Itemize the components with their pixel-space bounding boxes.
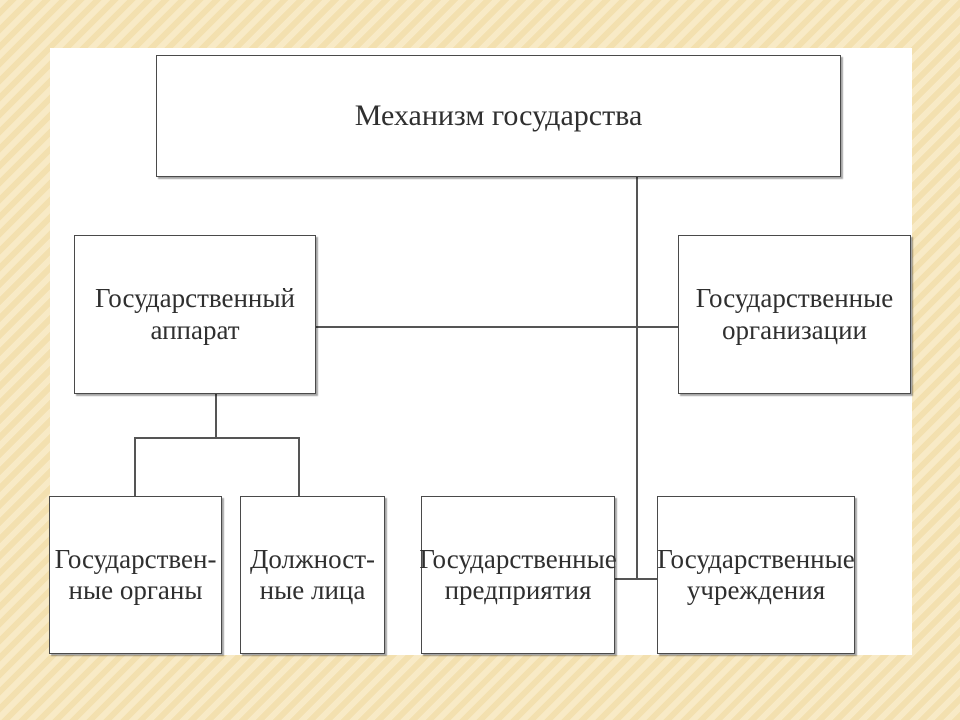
node-state-apparatus: Государственный аппарат: [74, 235, 316, 394]
connector-apparatus-organizations: [314, 326, 680, 328]
node-state-institutions: Государственные учреждения: [657, 496, 855, 654]
node-officials-line1: Должност-: [249, 543, 376, 574]
node-state-mechanism-label: Механизм государства: [354, 98, 643, 132]
node-state-organizations: Государственные организации: [678, 235, 911, 394]
connector-enterprises-institutions: [613, 578, 659, 580]
node-state-bodies-line2: ные органы: [68, 575, 203, 605]
node-state-institutions-line2: учреждения: [686, 575, 826, 605]
connector-root-trunk: [636, 175, 638, 578]
connector-apparatus-down: [215, 393, 217, 438]
node-state-organizations-line2: организации: [722, 314, 867, 345]
node-state-bodies-line1: Государствен-: [54, 543, 217, 574]
node-state-organizations-line1: Государственные: [695, 283, 894, 314]
node-state-mechanism: Механизм государства: [156, 55, 841, 177]
node-officials: Должност- ные лица: [240, 496, 385, 654]
node-state-bodies: Государствен- ные органы: [49, 496, 222, 654]
node-state-apparatus-line2: аппарат: [150, 314, 240, 345]
node-state-enterprises: Государственные предприятия: [419, 496, 617, 654]
connector-apparatus-branch: [134, 437, 299, 439]
node-state-institutions-line1: Государственные: [657, 543, 855, 574]
node-state-enterprises-line2: предприятия: [444, 575, 592, 605]
connector-to-officials: [298, 437, 300, 497]
node-officials-line2: ные лица: [259, 575, 366, 605]
connector-to-state-bodies: [134, 437, 136, 497]
node-state-apparatus-line1: Государственный: [95, 283, 295, 314]
node-state-enterprises-line1: Государственные: [419, 543, 617, 574]
